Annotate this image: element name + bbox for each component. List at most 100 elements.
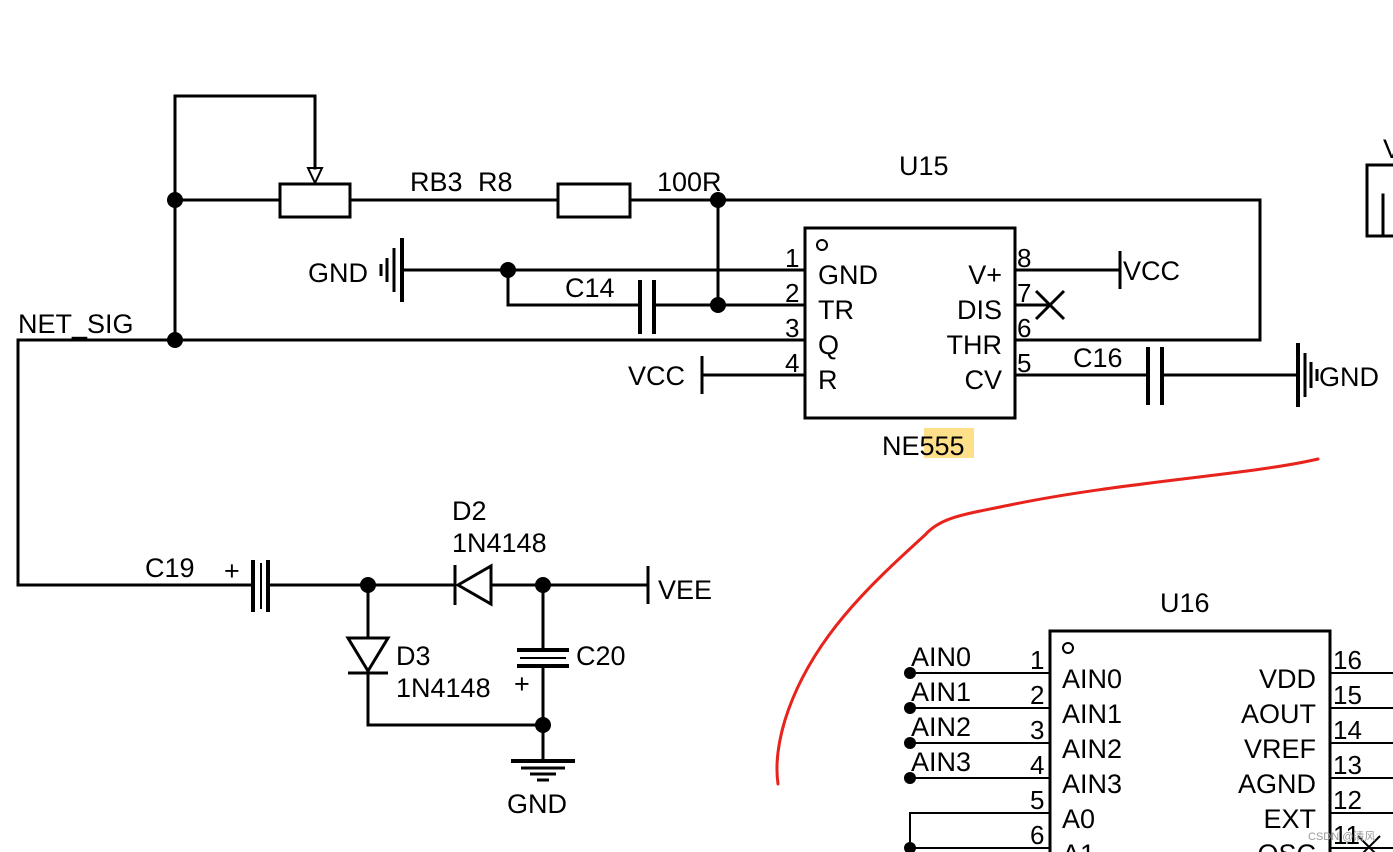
u16-pin14-name: VREF [1244, 734, 1316, 764]
u15-pin8-name: V+ [968, 260, 1002, 290]
d2-part: 1N4148 [452, 528, 547, 558]
u15-pin7-name: DIS [957, 295, 1002, 325]
gnd-bottom-label: GND [507, 789, 567, 819]
u16-pin5-num: 5 [1030, 785, 1044, 815]
c16-label: C16 [1073, 343, 1123, 373]
wire [506, 268, 642, 307]
u15-pin6-num: 6 [1017, 313, 1031, 343]
u15-pin4-name: R [818, 365, 838, 395]
u16-pin16-num: 16 [1333, 645, 1362, 675]
u15-pin1-num: 1 [785, 243, 799, 273]
vcc-left-label: VCC [628, 361, 685, 391]
u16-pin6-num: 6 [1030, 820, 1044, 850]
potentiometer-rb3 [278, 182, 352, 219]
u15-ref: U15 [899, 151, 949, 181]
v-partial-label: V [1383, 134, 1393, 164]
part-highlight [924, 428, 974, 458]
pin-wire [909, 812, 1050, 852]
u16-pin14-num: 14 [1333, 715, 1362, 745]
junction-dot [904, 842, 916, 852]
u16-chip: U16 AIN0 AIN1 AIN2 AIN3 1 2 3 4 5 6 AIN0… [904, 588, 1393, 852]
vcc-left-symbol: VCC [628, 356, 807, 394]
thr-wire [628, 198, 1262, 342]
u16-pin12-name: EXT [1263, 804, 1316, 834]
u15-pin7-num: 7 [1017, 278, 1031, 308]
gnd-left-label: GND [308, 258, 368, 288]
wire [366, 671, 545, 727]
u16-pin13-name: AGND [1238, 769, 1316, 799]
partial-wire [1365, 163, 1393, 238]
c14-label: C14 [565, 273, 615, 303]
u16-pin6-name: A1 [1062, 839, 1095, 852]
d2-diode: D2 1N4148 [452, 496, 650, 607]
vee-symbol: VEE [646, 566, 712, 605]
u16-pin2-name: AIN1 [1062, 699, 1122, 729]
vcc-top-symbol: VCC [1013, 251, 1180, 289]
dis-no-connect [1013, 289, 1066, 321]
junction-dot [710, 297, 726, 313]
r8-value: 100R [657, 167, 722, 197]
partial-symbol-top-right: V [1365, 134, 1393, 238]
u16-ref: U16 [1160, 588, 1210, 618]
c14-capacitor: C14 [506, 198, 807, 334]
c20-label: C20 [576, 641, 626, 671]
u16-pin1-num: 1 [1030, 645, 1044, 675]
d3-diode: D3 1N4148 [345, 583, 545, 727]
ain0-net: AIN0 [911, 642, 971, 672]
u15-part: NE555 [882, 431, 965, 461]
vcc-top-label: VCC [1123, 256, 1180, 286]
diode-triangle [454, 563, 493, 607]
c16-capacitor: C16 [1013, 343, 1298, 405]
net-sig-wire: NET_SIG [16, 309, 807, 587]
c19-plus: + [224, 556, 240, 586]
diode-triangle [345, 636, 391, 674]
junction-dot [167, 332, 183, 348]
pot-wiper-arrow [306, 167, 324, 186]
r8-label: R8 [478, 167, 513, 197]
ain3-net: AIN3 [911, 747, 971, 777]
u15-body [803, 226, 1017, 420]
net-sig-label: NET_SIG [18, 309, 134, 339]
nc-cross [1362, 835, 1381, 852]
u16-pin4-name: AIN3 [1062, 769, 1122, 799]
u15-pin8-num: 8 [1017, 243, 1031, 273]
c20-plus: + [514, 669, 530, 699]
u15-pin5-name: CV [964, 365, 1002, 395]
u16-pin4-num: 4 [1030, 750, 1044, 780]
u16-pin11-name: OSC [1257, 839, 1316, 852]
u15-pin1-name: GND [818, 260, 878, 290]
ain1-net: AIN1 [911, 677, 971, 707]
red-annotation-stroke [775, 457, 1320, 786]
u15-pin5-num: 5 [1017, 348, 1031, 378]
c19-capacitor: + C19 [145, 553, 457, 612]
u16-pin3-name: AIN2 [1062, 734, 1122, 764]
wire [16, 338, 807, 587]
u16-pin3-num: 3 [1030, 715, 1044, 745]
nc-cross [1034, 289, 1066, 321]
u16-pin1-name: AIN0 [1062, 664, 1122, 694]
u16-body [1048, 629, 1332, 852]
junction-dot [535, 577, 551, 593]
junction-dot [904, 772, 916, 784]
vee-label: VEE [658, 575, 712, 605]
u16-pin11-num: 11 [1333, 820, 1360, 850]
u16-pin16-name: VDD [1259, 664, 1316, 694]
u15-pin4-num: 4 [785, 348, 799, 378]
c20-capacitor: + C20 [514, 583, 626, 762]
gnd-right-label: GND [1319, 362, 1379, 392]
gnd-left-symbol: GND [308, 238, 807, 302]
u16-pin2-num: 2 [1030, 680, 1044, 710]
gnd-bottom-symbol: GND [507, 759, 575, 819]
junction-dot [904, 667, 916, 679]
d2-label: D2 [452, 496, 487, 526]
u15-pin3-num: 3 [785, 313, 799, 343]
d3-label: D3 [396, 641, 431, 671]
junction-dot [500, 262, 516, 278]
u15-chip: U15 NE555 1 2 3 4 GND TR Q R 8 7 6 5 V+ … [785, 151, 1031, 461]
feedback-network: RB3 R8 100R [173, 94, 1262, 342]
u15-pin3-name: Q [818, 330, 839, 360]
junction-dot [360, 577, 376, 593]
u15-pin2-name: TR [818, 295, 854, 325]
u16-pin5-name: A0 [1062, 804, 1095, 834]
